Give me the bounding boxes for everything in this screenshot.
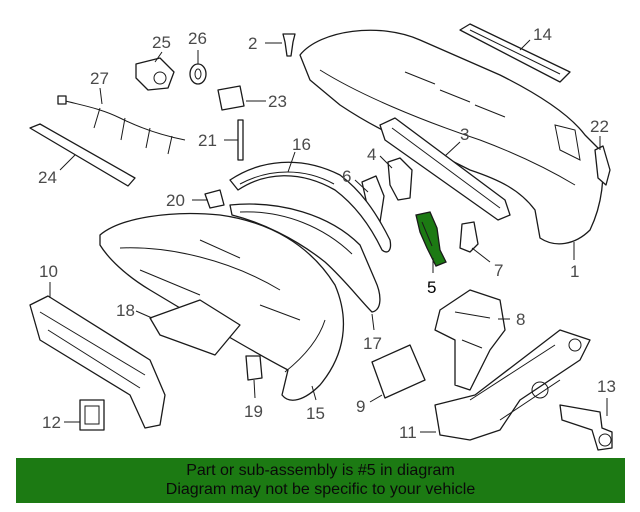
part-1-bumper-cover[interactable]	[299, 29, 604, 245]
callout-6: 6	[342, 167, 351, 186]
part-14-trim-strip[interactable]	[459, 23, 571, 83]
callout-5: 5	[427, 278, 436, 297]
callout-8: 8	[516, 310, 525, 329]
part-24-bracket[interactable]	[29, 123, 136, 187]
part-3-absorber[interactable]	[379, 117, 511, 221]
part-21-pin[interactable]	[237, 119, 244, 161]
callout-7: 7	[494, 261, 503, 280]
callout-23: 23	[268, 92, 287, 111]
part-19-clip[interactable]	[245, 355, 263, 381]
callout-leader-lines	[49, 39, 608, 433]
callout-11: 11	[399, 423, 417, 442]
callout-10: 10	[39, 262, 58, 281]
part-18-panel[interactable]	[149, 299, 241, 356]
part-20-clip[interactable]	[204, 189, 225, 209]
callout-18: 18	[116, 301, 135, 320]
callout-12: 12	[42, 413, 61, 432]
part-16-lower-trim[interactable]	[229, 161, 392, 253]
part-27-wiring-harness[interactable]	[57, 95, 186, 155]
part-9-plate[interactable]	[371, 344, 426, 399]
callout-19: 19	[244, 402, 263, 421]
part-11-tow-hitch[interactable]	[434, 329, 591, 441]
callout-20: 20	[166, 191, 185, 210]
exploded-parts-diagram: 1 2 3 4 5 6 7 8 9 10 11 12 13 14 15 16 1…	[29, 23, 616, 451]
callout-13: 13	[597, 377, 616, 396]
callout-25: 25	[152, 33, 171, 52]
part-10-reinforcement[interactable]	[29, 295, 166, 429]
part-26-ring[interactable]	[189, 63, 207, 85]
part-12-plate[interactable]	[79, 399, 105, 431]
callout-2: 2	[248, 34, 257, 53]
part-23-cover[interactable]	[217, 85, 245, 111]
callout-26: 26	[188, 29, 207, 48]
banner-line-disclaimer: Diagram may not be specific to your vehi…	[165, 481, 476, 498]
callout-22: 22	[590, 117, 609, 136]
callout-27: 27	[90, 69, 109, 88]
callout-17: 17	[363, 334, 382, 353]
callout-21: 21	[198, 131, 217, 150]
part-2-screw[interactable]	[282, 33, 296, 57]
part-13-tow-ball[interactable]	[559, 404, 613, 451]
part-4-bracket[interactable]	[387, 157, 413, 201]
callout-24: 24	[38, 168, 57, 187]
part-8-bracket[interactable]	[434, 289, 506, 391]
callout-1: 1	[570, 262, 579, 281]
info-banner: Part or sub-assembly is #5 in diagram Di…	[16, 458, 625, 503]
part-7-bracket[interactable]	[459, 221, 479, 253]
callout-16: 16	[292, 135, 311, 154]
callout-15: 15	[306, 404, 325, 423]
callout-9: 9	[356, 397, 365, 416]
callout-3: 3	[460, 125, 469, 144]
callout-14: 14	[533, 25, 552, 44]
banner-line-part: Part or sub-assembly is #5 in diagram	[186, 462, 455, 479]
part-5-bracket-highlighted[interactable]	[415, 211, 447, 267]
callout-4: 4	[367, 145, 376, 164]
part-25-sensor[interactable]	[135, 57, 175, 91]
part-22-bracket[interactable]	[594, 145, 611, 186]
part-15-lower-cover[interactable]	[99, 212, 345, 401]
